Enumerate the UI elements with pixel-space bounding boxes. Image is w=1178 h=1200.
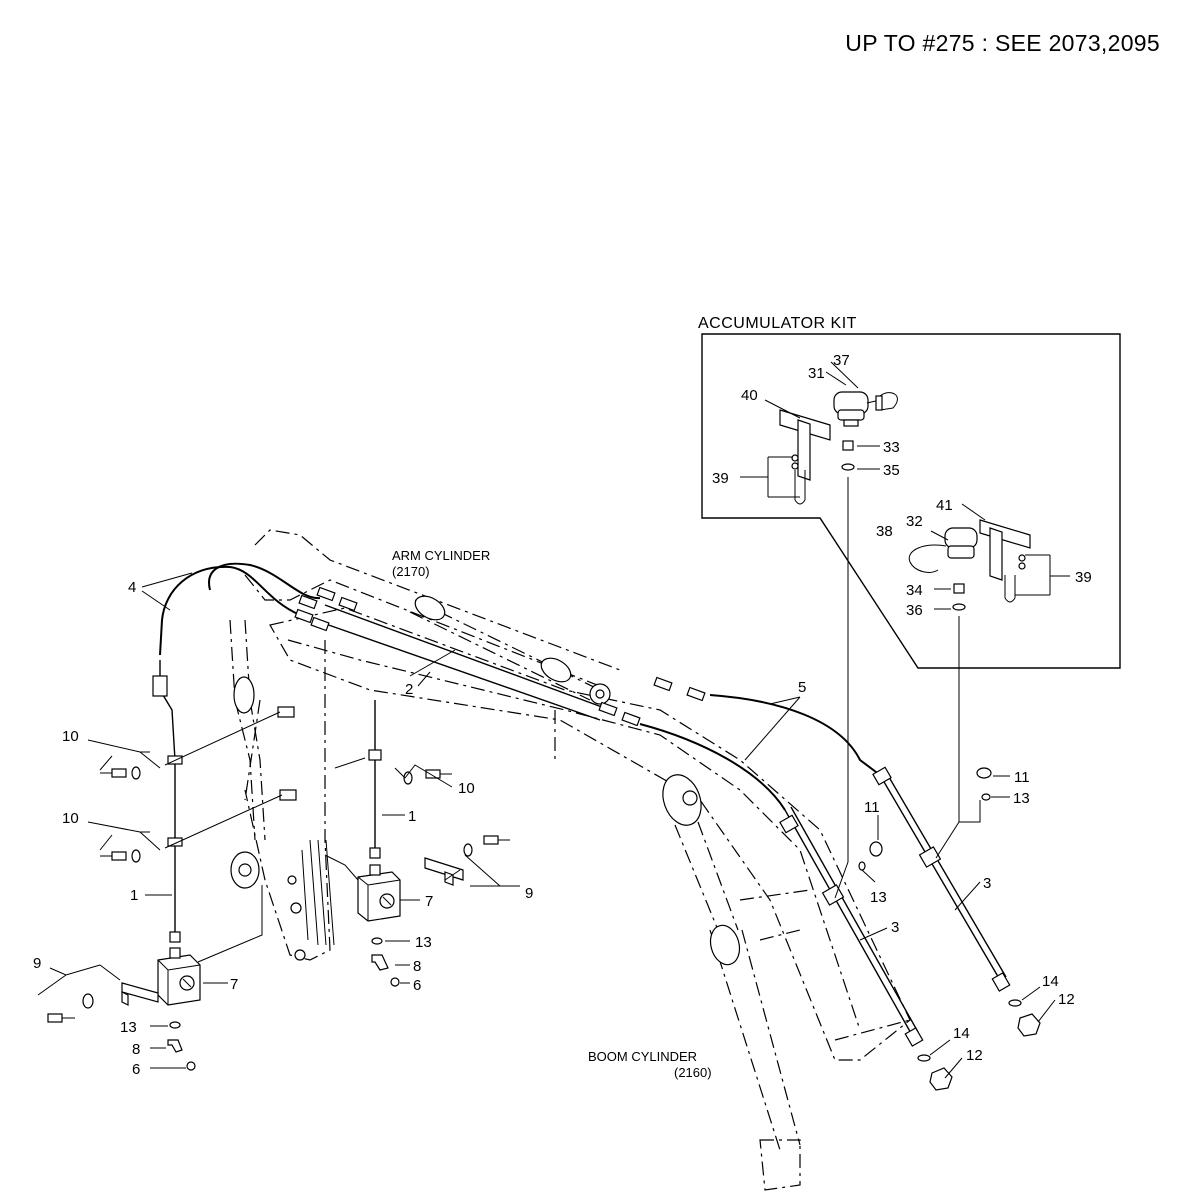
callout-14: 14 [1042, 973, 1059, 990]
block-7-mid [357, 864, 401, 987]
callout-6: 6 [132, 1061, 140, 1078]
callout-8: 8 [413, 958, 421, 975]
hose-4b [208, 562, 321, 600]
bracket-9-left [47, 982, 159, 1023]
callout-10: 10 [62, 810, 79, 827]
callout-41: 41 [936, 497, 953, 514]
hose-5b [639, 723, 786, 811]
hose-5a [709, 694, 881, 776]
callout-13: 13 [120, 1019, 137, 1036]
arm-bracket [287, 839, 335, 961]
left-cylinder [229, 619, 266, 889]
callout-3: 3 [983, 875, 991, 892]
ring-14-right [1008, 999, 1022, 1007]
arm-cylinder-label: ARM CYLINDER [392, 548, 490, 563]
callout-11: 11 [864, 799, 880, 816]
block-7-left [157, 947, 201, 1071]
arm-cylinder [409, 595, 611, 705]
accumulator-kit-title: ACCUMULATOR KIT [698, 315, 857, 332]
callout-39: 39 [712, 470, 729, 487]
oring-13-mid [858, 861, 866, 871]
nut-12-mid [929, 1067, 953, 1091]
pipe-1-left [159, 660, 176, 935]
callout-33: 33 [883, 439, 900, 456]
callout-10: 10 [62, 728, 79, 745]
callout-38: 38 [876, 523, 893, 540]
callout-9: 9 [33, 955, 41, 972]
callout-12: 12 [966, 1047, 983, 1064]
callout-12: 12 [1058, 991, 1075, 1008]
callout-13: 13 [870, 889, 887, 906]
boom-cylinder-label: BOOM CYLINDER [588, 1049, 697, 1064]
accumulator-31 [833, 391, 898, 427]
callout-7: 7 [230, 976, 238, 993]
boom-cylinder-ref: (2160) [674, 1065, 712, 1080]
callout-10: 10 [458, 780, 475, 797]
fitting-33 [842, 440, 854, 451]
hose-4a [159, 565, 301, 656]
callout-31: 31 [808, 365, 825, 382]
washer-36 [952, 603, 966, 611]
bracket-41 [979, 519, 1031, 603]
callout-1: 1 [130, 887, 138, 904]
callout-13: 13 [1013, 790, 1030, 807]
cap-11-right [976, 767, 992, 779]
pipe-3b [784, 806, 919, 1036]
oring-13-right [981, 793, 991, 801]
callout-34: 34 [906, 582, 923, 599]
callout-39: 39 [1075, 569, 1092, 586]
callout-5: 5 [798, 679, 806, 696]
callout-14: 14 [953, 1025, 970, 1042]
cap-11-mid [869, 841, 883, 857]
bracket-9-mid [424, 835, 510, 886]
callout-4: 4 [128, 579, 136, 596]
callout-7: 7 [425, 893, 433, 910]
callout-11: 11 [1014, 769, 1030, 786]
arm-cylinder-ref: (2170) [392, 564, 430, 579]
pipe-3a [879, 771, 1007, 981]
callout-1: 1 [408, 808, 416, 825]
callout-36: 36 [906, 602, 923, 619]
accumulator-kit-frame [701, 333, 1121, 669]
boom-outline [244, 529, 911, 1061]
ring-14-mid [917, 1054, 931, 1062]
callout-2: 2 [405, 681, 413, 698]
callout-13: 13 [415, 934, 432, 951]
callout-40: 40 [741, 387, 758, 404]
callout-8: 8 [132, 1041, 140, 1058]
bracket-40 [779, 409, 831, 505]
leader-lines [37, 572, 1056, 1079]
callout-37: 37 [833, 352, 850, 369]
boom-cylinder [662, 774, 801, 1191]
pipe-2 [319, 604, 611, 721]
accumulator-32 [908, 527, 978, 573]
nut-12-right [1017, 1013, 1041, 1037]
callout-9: 9 [525, 885, 533, 902]
header-note: UP TO #275 : SEE 2073,2095 [845, 30, 1160, 56]
pipe-1-left-nut [152, 675, 168, 697]
callout-35: 35 [883, 462, 900, 479]
washer-35 [841, 463, 855, 471]
callout-6: 6 [413, 977, 421, 994]
fitting-34 [953, 583, 965, 594]
clamp-set-10 [100, 706, 452, 863]
callout-32: 32 [906, 513, 923, 530]
callout-3: 3 [891, 919, 899, 936]
accumulator-kit-group: ACCUMULATOR KIT [698, 315, 1121, 862]
